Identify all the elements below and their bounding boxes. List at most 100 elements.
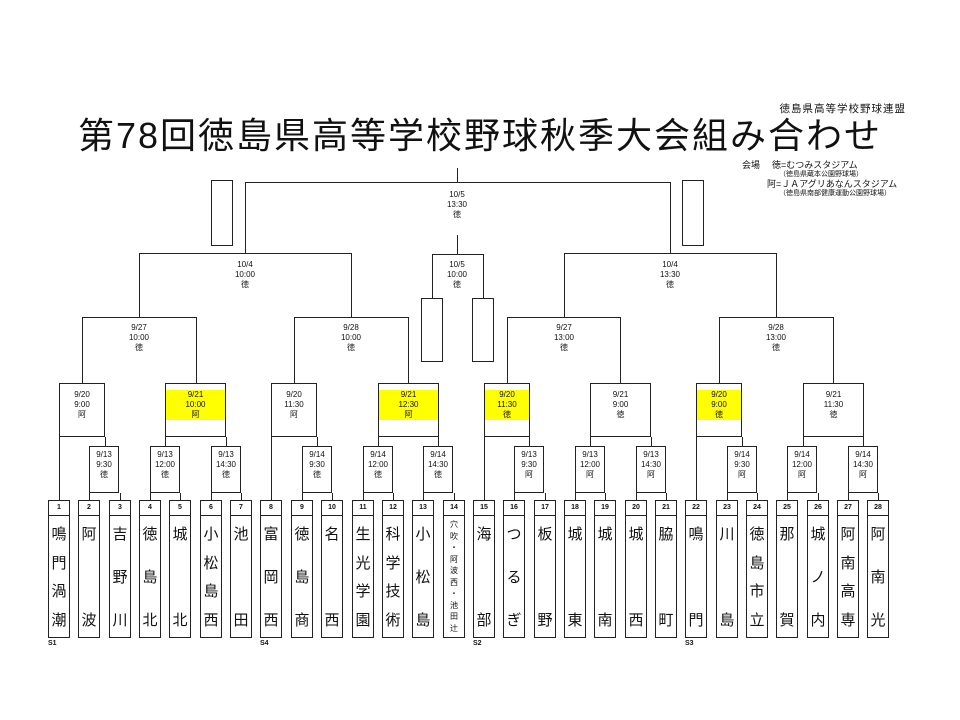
bracket-line (620, 317, 621, 383)
team-name: 池田 (233, 526, 249, 629)
team-number: 14 (444, 501, 464, 516)
venue-legend: 会場 徳=むつみスタジアム （徳島県蔵本公園野球場） 阿=ＪＡアグリあなんスタジ… (742, 160, 897, 198)
quarterfinal-label-1-venue: 徳 (135, 343, 143, 352)
semifinal-label-2-venue: 徳 (666, 280, 674, 289)
team-number: 2 (79, 501, 99, 516)
final-label-time: 13:30 (446, 200, 468, 209)
second-round-label-3-time: 11:30 (284, 400, 304, 409)
first-round-label-4-venue: 徳 (313, 470, 321, 479)
organization-name: 徳島県高等学校野球連盟 (779, 103, 906, 115)
quarterfinal-label-1-time: 10:00 (128, 333, 150, 342)
champion-line (457, 168, 458, 182)
team-name: つるぎ (506, 526, 522, 629)
team-connector-line (89, 493, 90, 500)
first-round-match-10 (727, 446, 757, 493)
team-number: 22 (686, 501, 706, 516)
first-round-label-1-date: 9/13 (96, 450, 112, 459)
second-round-label-2-venue: 阿 (191, 410, 200, 419)
team-name: 川島 (719, 526, 735, 629)
team-connector-line (545, 493, 546, 500)
first-round-label-10-date: 9/14 (734, 450, 750, 459)
first-round-label-3-date: 9/13 (218, 450, 234, 459)
team-number: 5 (170, 501, 190, 516)
bracket-line (139, 253, 351, 254)
first-round-match-5 (363, 446, 393, 493)
team-connector-line (757, 493, 758, 500)
first-round-label-4-date: 9/14 (309, 450, 325, 459)
team-name: 小松島西 (203, 526, 219, 629)
first-round-label-7-time: 9:30 (521, 460, 537, 469)
first-round-label-10-venue: 阿 (738, 470, 746, 479)
team-connector-line (514, 493, 515, 500)
first-round-match-8 (575, 446, 605, 493)
team-connector-line (575, 493, 576, 500)
first-round-label-1-venue: 徳 (100, 470, 108, 479)
team-connector-line (302, 493, 303, 500)
bracket-line (719, 317, 833, 318)
second-round-match-3 (271, 383, 317, 437)
second-round-label-2-date: 9/21 (187, 390, 204, 399)
team-connector-line (848, 493, 849, 500)
team-connector-line (727, 493, 728, 500)
team-name: 城南 (597, 526, 613, 629)
quarterfinal-label-2-time: 10:00 (340, 333, 362, 342)
venue-toku-name: 徳=むつみスタジアム (772, 160, 858, 170)
bracket-line (833, 317, 834, 383)
bracket-line (294, 317, 295, 383)
venue-a-name: 阿=ＪＡアグリあなんスタジアム (767, 179, 898, 189)
team-name: 生光学園 (355, 526, 371, 629)
first-round-match-3 (211, 446, 241, 493)
seed-label: S2 (473, 640, 482, 647)
team-name: 富岡西 (263, 526, 279, 629)
first-round-label-12-date: 9/14 (855, 450, 871, 459)
first-round-label-12-venue: 阿 (859, 470, 867, 479)
team-name: 城東 (567, 526, 583, 629)
second-round-label-4-date: 9/21 (400, 390, 417, 399)
team-box: 2 阿波 (78, 500, 100, 638)
team-connector-line (393, 493, 394, 500)
team-name: 阿波 (81, 526, 97, 629)
seed-label: S4 (260, 640, 269, 647)
team-connector-line (454, 493, 455, 500)
first-round-match-1 (89, 446, 119, 493)
team-connector-line (180, 493, 181, 500)
first-round-label-7-venue: 阿 (525, 470, 533, 479)
team-connector-line (787, 493, 788, 500)
quarterfinal-label-3-date: 9/27 (556, 323, 572, 332)
seed-label: S3 (685, 640, 694, 647)
team-number: 17 (535, 501, 555, 516)
first-round-label-4-time: 9:30 (309, 460, 325, 469)
first-round-label-6-time: 14:30 (427, 460, 449, 469)
team-connector-line (241, 493, 242, 500)
second-round-label-4-venue: 阿 (404, 410, 413, 419)
team-number: 27 (838, 501, 858, 516)
team-number: 25 (777, 501, 797, 516)
second-round-label-8-date: 9/21 (825, 390, 842, 399)
team-number: 10 (322, 501, 342, 516)
winner-line (226, 437, 227, 446)
team-connector-line (666, 493, 667, 500)
final-label-date: 10/5 (449, 190, 465, 199)
second-round-label-1-time: 9:00 (74, 400, 90, 409)
team-connector-line (59, 437, 60, 500)
team-name: 名西 (324, 526, 340, 629)
second-round-label-5-date: 9/20 (499, 390, 515, 399)
first-round-label-6-date: 9/14 (430, 450, 446, 459)
